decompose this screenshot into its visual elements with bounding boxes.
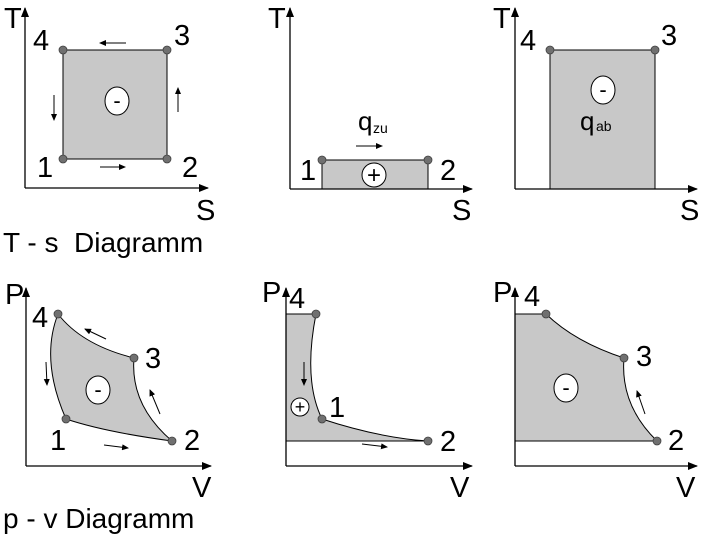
- pv1-state-2-label: 2: [184, 425, 200, 457]
- pv2-state-2-point: [423, 436, 433, 446]
- pv3-state-4-label: 4: [524, 281, 540, 313]
- ts3-area-sign-circle: [590, 75, 616, 105]
- pv2-arrow-1-2: [361, 443, 388, 450]
- pv1-state-1-label: 1: [50, 425, 66, 457]
- ts1-x-axis-label: S: [196, 195, 215, 227]
- pv3-heat-rejection-area: [514, 313, 659, 442]
- ts1-y-axis-label: T: [4, 3, 22, 35]
- ts-section-title: T - s Diagramm: [3, 227, 203, 258]
- ts2-heat-symbol: q: [358, 106, 372, 136]
- ts1-state-4-label: 4: [33, 25, 49, 57]
- pv2-x-axis-label: V: [450, 472, 470, 504]
- pv2-state-4-label: 4: [289, 283, 305, 315]
- ts-plot-1: T S 1 2 3 4 -: [4, 3, 215, 227]
- pv1-arrow-1-2: [103, 444, 129, 451]
- ts3-state-4-point: [545, 45, 555, 55]
- pv3-state-2-label: 2: [668, 425, 684, 457]
- ts2-area-sign: +: [367, 162, 381, 189]
- pv-section-title: p - v Diagramm: [3, 503, 194, 534]
- pv2-area-sign-circle: [290, 397, 310, 417]
- ts3-state-3-point: [650, 45, 660, 55]
- ts-plot-3: T S 4 3 - q ab: [493, 3, 699, 227]
- ts3-heat-rejection-area: [549, 49, 656, 190]
- pv-plot-3: P V 4 3 2 -: [493, 277, 698, 504]
- pv-plot-1: P V 4 3 1 2 -: [5, 279, 212, 504]
- ts1-state-3-point: [162, 45, 172, 55]
- pv3-y-axis-label: P: [493, 277, 512, 309]
- ts1-area-sign-circle: [104, 86, 130, 116]
- pv1-state-1-point: [61, 414, 71, 424]
- ts-plot-2: T S 1 2 q zu +: [268, 3, 473, 227]
- pv3-x-axis-label: V: [676, 472, 696, 504]
- ts3-x-axis-label: S: [680, 195, 699, 227]
- pv2-heat-input-area: [285, 313, 429, 442]
- ts3-state-3-label: 3: [661, 20, 677, 52]
- ts3-heat-subscript: ab: [596, 118, 612, 134]
- ts3-area-sign: -: [599, 77, 606, 102]
- pv2-state-1-label: 1: [329, 392, 345, 424]
- ts1-area-sign: -: [113, 88, 120, 113]
- ts1-state-1-point: [58, 154, 68, 164]
- pv1-arrow-3-4: [84, 328, 107, 340]
- pv-plot-2: P V 4 1 2 +: [262, 277, 473, 504]
- pv3-state-2-point: [652, 436, 662, 446]
- pv1-state-2-point: [167, 436, 177, 446]
- ts1-state-4-point: [58, 45, 68, 55]
- ts2-state-1-point: [317, 155, 327, 165]
- ts1-state-1-label: 1: [37, 152, 53, 184]
- ts2-area-sign-circle: [361, 162, 387, 188]
- pv1-arrow-2-3: [149, 389, 161, 415]
- pv3-area-sign: -: [562, 375, 569, 400]
- ts3-heat-symbol: q: [580, 106, 594, 136]
- pv3-state-3-label: 3: [636, 341, 652, 373]
- ts3-state-4-label: 4: [520, 25, 536, 57]
- pv1-y-axis-label: P: [5, 279, 24, 311]
- pv3-area-sign-circle: [553, 373, 579, 403]
- ts2-x-axis-label: S: [452, 195, 471, 227]
- pv1-area-sign: -: [94, 377, 101, 402]
- pv3-state-3-point: [619, 353, 629, 363]
- pv2-state-2-label: 2: [440, 426, 456, 458]
- ts3-y-axis-label: T: [493, 3, 511, 35]
- pv1-state-4-point: [53, 309, 63, 319]
- ts1-state-2-label: 2: [182, 152, 198, 184]
- ts2-y-axis-label: T: [268, 3, 286, 35]
- pv1-area-sign-circle: [85, 375, 111, 405]
- ts2-state-1-label: 1: [300, 155, 316, 187]
- ts1-state-2-point: [162, 154, 172, 164]
- pv1-x-axis-label: V: [192, 472, 212, 504]
- pv2-state-4-point: [311, 309, 321, 319]
- pv1-state-4-label: 4: [32, 302, 48, 334]
- pv1-arrow-4-1: [43, 361, 50, 386]
- pv3-arrow-2-3: [636, 390, 646, 415]
- ts1-state-3-label: 3: [174, 20, 190, 52]
- pv2-state-1-point: [317, 414, 327, 424]
- ts2-heat-subscript: zu: [373, 120, 388, 136]
- ts2-state-2-point: [423, 155, 433, 165]
- pv2-area-sign: +: [295, 397, 306, 417]
- pv1-state-3-point: [129, 353, 139, 363]
- pv1-state-3-label: 3: [145, 343, 161, 375]
- pv3-state-4-point: [541, 309, 551, 319]
- pv2-y-axis-label: P: [262, 277, 281, 309]
- ts2-state-2-label: 2: [440, 155, 456, 187]
